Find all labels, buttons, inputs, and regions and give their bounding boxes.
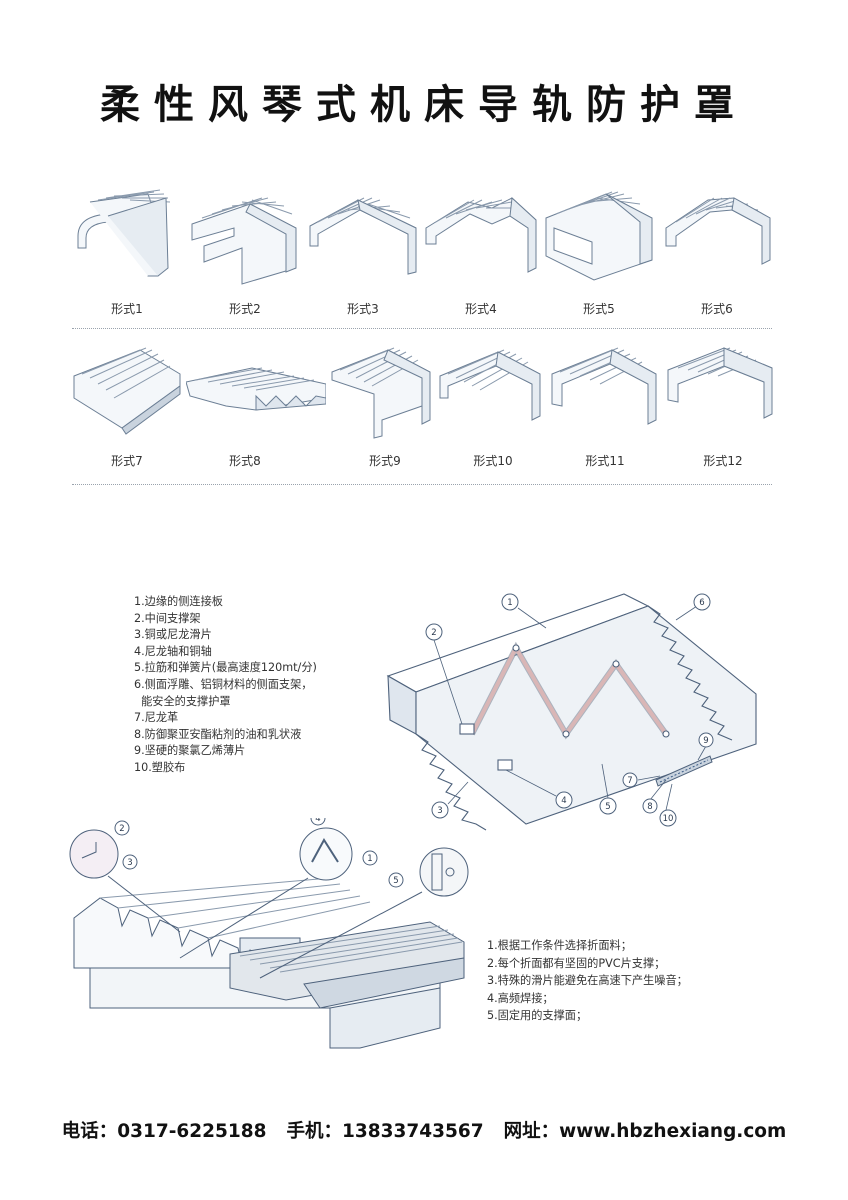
- form-label-6: 形式6: [701, 302, 733, 316]
- bellows-channel-drawing: [191, 197, 297, 285]
- bellows-roof-drawing: [309, 197, 417, 275]
- bellows-flat-drawing: [73, 347, 181, 435]
- website-url[interactable]: www.hbzhexiang.com: [559, 1121, 787, 1142]
- bellows-short-leg-drawing: [551, 347, 657, 425]
- callout-8: 8: [647, 802, 652, 812]
- component-item: 3.铜或尼龙滑片: [134, 628, 212, 642]
- features-list: 1.根据工作条件选择折面料； 2.每个折面都有坚固的PVC片支撑； 3.特殊的滑…: [487, 937, 688, 1025]
- component-item: 10.塑胶布: [134, 760, 186, 774]
- form-label-7: 形式7: [111, 454, 143, 468]
- bellows-machine-diagram: 1 2 3 4 5: [69, 818, 469, 1049]
- form-label-2: 形式2: [229, 302, 261, 316]
- form-9: 形式9: [326, 340, 444, 480]
- form-label-9: 形式9: [369, 454, 401, 468]
- website-label: 网址：: [503, 1121, 560, 1142]
- feature-item: 3.特殊的滑片能避免在高速下产生噪音；: [487, 974, 688, 988]
- component-item: 5.拉筋和弹簧片(最高速度120mt/分): [134, 661, 317, 675]
- form-label-12: 形式12: [703, 454, 743, 468]
- components-list: 1.边缘的侧连接板 2.中间支撑架 3.铜或尼龙滑片 4.尼龙轴和铜轴 5.拉筋…: [134, 594, 317, 777]
- bellows-low-profile-drawing: [186, 367, 326, 411]
- mobile-label: 手机：: [286, 1121, 342, 1142]
- form-3: 形式3: [304, 188, 422, 328]
- form-label-10: 形式10: [473, 454, 513, 468]
- bottom-callout-1: 1: [367, 854, 372, 864]
- feature-item: 1.根据工作条件选择折面料；: [487, 939, 632, 952]
- contact-footer: 电话：0317-6225188 手机：13833743567 网址：www.hbzh…: [0, 1117, 848, 1143]
- form-2: 形式2: [186, 188, 304, 328]
- page-title: 柔性风琴式机床导轨防护罩: [100, 82, 748, 128]
- form-label-5: 形式5: [583, 302, 615, 316]
- form-label-1: 形式1: [111, 302, 143, 316]
- form-label-4: 形式4: [465, 302, 497, 316]
- callout-2: 2: [431, 628, 436, 638]
- phone-label: 电话：: [61, 1121, 118, 1142]
- callout-6: 6: [699, 598, 704, 608]
- divider-dotted-1: [72, 328, 772, 329]
- mobile-number: 13833743567: [342, 1121, 484, 1142]
- bottom-callout-3: 3: [127, 858, 132, 868]
- callout-1: 1: [507, 598, 512, 608]
- forms-row-2: 形式7 形式8 形式9 形式10: [68, 340, 778, 480]
- callout-5: 5: [605, 802, 610, 812]
- component-item: 2.中间支撑架: [134, 611, 201, 625]
- component-item: 8.防御聚亚安酯粘剂的油和乳状液: [134, 727, 302, 741]
- form-label-11: 形式11: [585, 454, 625, 468]
- callout-7: 7: [627, 776, 632, 786]
- form-10: 形式10: [434, 340, 552, 480]
- component-item: 6.侧面浮雕、铝铜材料的侧面支架，: [134, 677, 313, 691]
- form-1: 形式1: [68, 188, 186, 328]
- callout-10: 10: [663, 814, 674, 824]
- bottom-callout-4: 4: [315, 818, 320, 824]
- bellows-box-drawing: [667, 347, 773, 419]
- component-item: 能安全的支撑护罩: [134, 694, 231, 708]
- forms-row-1: 形式1 形式2 形式3 形式4: [68, 188, 778, 328]
- feature-item: 2.每个折面都有坚固的PVC片支撑；: [487, 956, 666, 970]
- bottom-callout-5: 5: [393, 876, 398, 886]
- bellows-flat-window-drawing: [545, 191, 653, 281]
- phone-number: 0317-6225188: [117, 1121, 267, 1142]
- bellows-hood-drawing: [665, 197, 771, 265]
- form-12: 形式12: [664, 340, 782, 480]
- bellows-structure-diagram: 1 2 3 4 5 6 7 8 9 10: [386, 593, 757, 831]
- form-5: 形式5: [540, 188, 658, 328]
- form-8: 形式8: [186, 340, 326, 480]
- callout-9: 9: [703, 736, 708, 746]
- form-11: 形式11: [546, 340, 664, 480]
- form-6: 形式6: [658, 188, 776, 328]
- divider-dotted-2: [72, 484, 772, 485]
- component-item: 9.坚硬的聚氯乙烯薄片: [134, 744, 246, 758]
- form-4: 形式4: [422, 188, 540, 328]
- form-label-3: 形式3: [347, 302, 379, 316]
- bellows-gable-drawing: [425, 196, 537, 273]
- component-item: 4.尼龙轴和铜轴: [134, 644, 212, 658]
- bellows-arch-drawing: [77, 189, 171, 277]
- feature-item: 4.高频焊接；: [487, 991, 554, 1005]
- callout-3: 3: [437, 806, 442, 816]
- form-label-8: 形式8: [229, 454, 261, 468]
- callout-4: 4: [561, 796, 566, 806]
- form-7: 形式7: [68, 340, 186, 480]
- feature-item: 5.固定用的支撑面；: [487, 1009, 588, 1023]
- component-item: 7.尼龙革: [134, 711, 179, 725]
- bellows-shallow-hood-drawing: [439, 349, 541, 421]
- bellows-step-drawing: [331, 347, 431, 439]
- component-item: 1.边缘的侧连接板: [134, 595, 223, 608]
- bottom-callout-2: 2: [119, 824, 124, 834]
